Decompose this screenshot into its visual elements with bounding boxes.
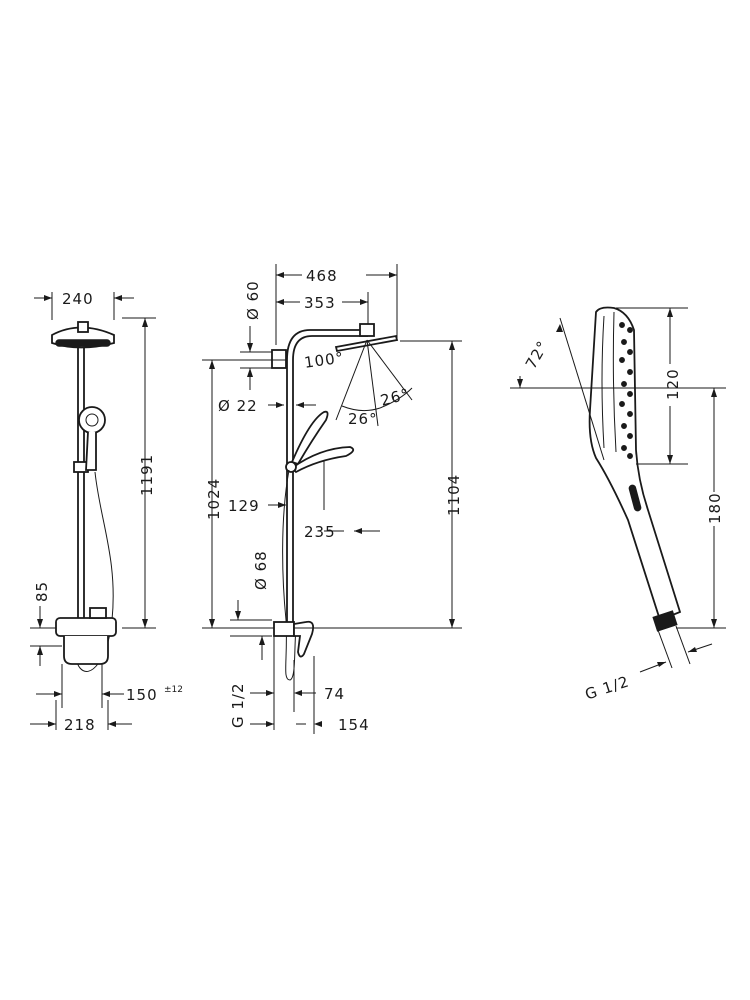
dim-holder-height: 1024 (202, 359, 286, 629)
dim-arm-length: 468 (275, 264, 398, 345)
label-head-tilt: 100° (303, 348, 345, 371)
front-riser-rail (73, 348, 89, 628)
spray-angles: 26° 26° (335, 339, 413, 428)
dim-thread: G 1/2 (583, 625, 713, 704)
dim-head-width: 240 (34, 290, 134, 320)
front-view: 240 1191 85 150 (30, 290, 183, 734)
label-connection-thread: G 1/2 (229, 682, 247, 728)
label-pipe-dia: Ø 68 (252, 550, 270, 590)
label-holder-dia: Ø 22 (218, 397, 258, 415)
label-angle: 72° (522, 337, 552, 372)
side-view: 468 353 Ø 60 100° (202, 264, 463, 734)
label-holder-offset: 129 (228, 497, 260, 515)
dim-mixer-depth: 74 (293, 660, 345, 712)
dim-mixer-offset: 85 (30, 581, 62, 666)
dim-rail-dia: Ø 60 (240, 280, 272, 390)
front-mixer (55, 607, 117, 665)
label-mixer-offset: 85 (33, 581, 51, 602)
label-handshower-reach: 235 (304, 523, 336, 541)
label-swivel-right: 26° (378, 385, 411, 410)
label-total-length: 180 (706, 492, 724, 524)
label-spout-depth: 154 (338, 716, 370, 734)
dim-holder-dia: Ø 22 (218, 397, 316, 415)
dim-spout-depth: 154 (296, 656, 370, 734)
label-arm-to-head: 353 (304, 294, 336, 312)
dim-total-length: 180 (604, 387, 726, 629)
side-riser-arm (271, 329, 368, 628)
label-mixer-depth: 74 (324, 685, 345, 703)
dim-total-height: 1191 (122, 317, 156, 629)
dim-handshower-reach: 235 (304, 460, 380, 541)
label-holder-height: 1024 (205, 478, 223, 520)
label-swivel-left: 26° (348, 410, 378, 428)
handshower-body (588, 306, 682, 632)
front-hand-shower (78, 406, 106, 471)
label-head-width: 240 (62, 290, 94, 308)
dim-spout-range: 150 ±12 (36, 664, 183, 708)
front-shower-head (51, 321, 115, 349)
label-mixer-width: 218 (64, 716, 96, 734)
label-face-length: 120 (664, 368, 682, 400)
dim-mixer-width: 218 (30, 700, 132, 734)
side-hand-shower (285, 410, 355, 474)
label-spout-tolerance: ±12 (164, 685, 183, 695)
label-arm-length: 468 (306, 267, 338, 285)
handshower-spray-face (619, 322, 633, 459)
label-head-height: 1104 (445, 474, 463, 516)
label-thread: G 1/2 (583, 672, 632, 703)
dim-head-height: 1104 (294, 340, 463, 629)
label-total-height: 1191 (138, 454, 156, 496)
side-hose (282, 469, 297, 681)
handshower-view: 72° 120 180 (510, 306, 726, 704)
side-mixer (273, 620, 315, 658)
label-rail-dia: Ø 60 (244, 280, 262, 320)
dim-arm-to-head: 353 (276, 292, 369, 324)
dim-pipe-dia: Ø 68 (230, 550, 272, 660)
dim-holder-offset: 129 (228, 497, 286, 515)
label-spout-range: 150 (126, 686, 158, 704)
dim-face-length: 120 (616, 307, 688, 465)
dim-connection-thread: G 1/2 (229, 636, 275, 730)
